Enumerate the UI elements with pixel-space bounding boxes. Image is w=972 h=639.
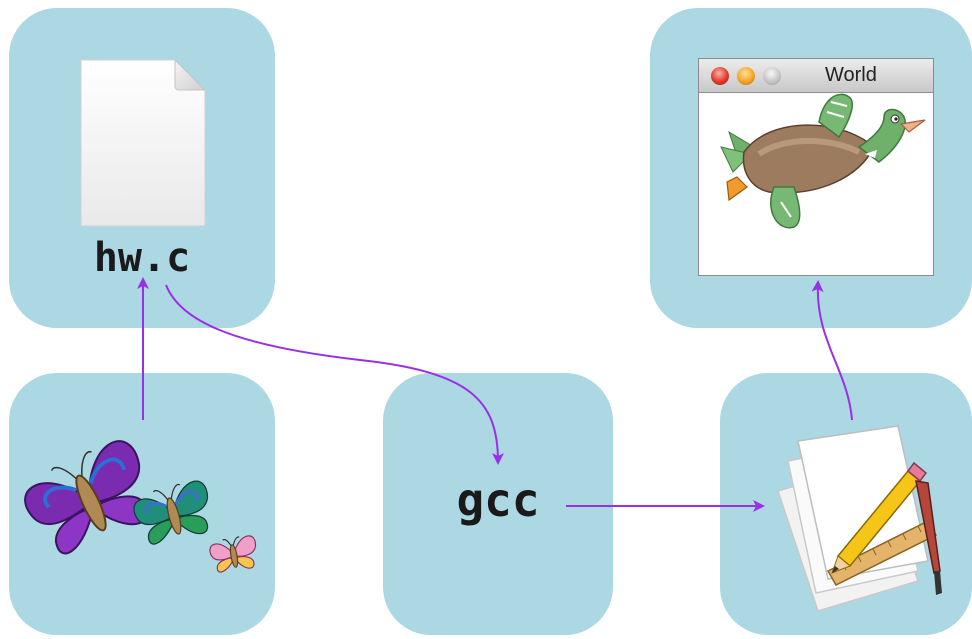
compiler-label: gcc [456,473,540,527]
zoom-button-icon[interactable] [763,67,781,85]
minimize-button-icon[interactable] [737,67,755,85]
source-file-box: hw.c [9,8,275,328]
butterflies-icon [24,440,257,573]
duck-icon [720,93,926,229]
arrow-app-to-window [811,280,853,421]
source-filename: hw.c [93,235,191,281]
compiler-box: gcc [383,373,613,635]
application-icon [777,425,942,612]
close-button-icon[interactable] [711,67,729,85]
arrow-source-to-compiler [165,284,504,465]
document-icon [80,58,207,227]
editor-box [9,373,275,635]
window-titlebar: World [699,59,933,93]
window-title: World [825,64,877,86]
world-window: World [698,58,934,276]
application-box [720,373,972,635]
